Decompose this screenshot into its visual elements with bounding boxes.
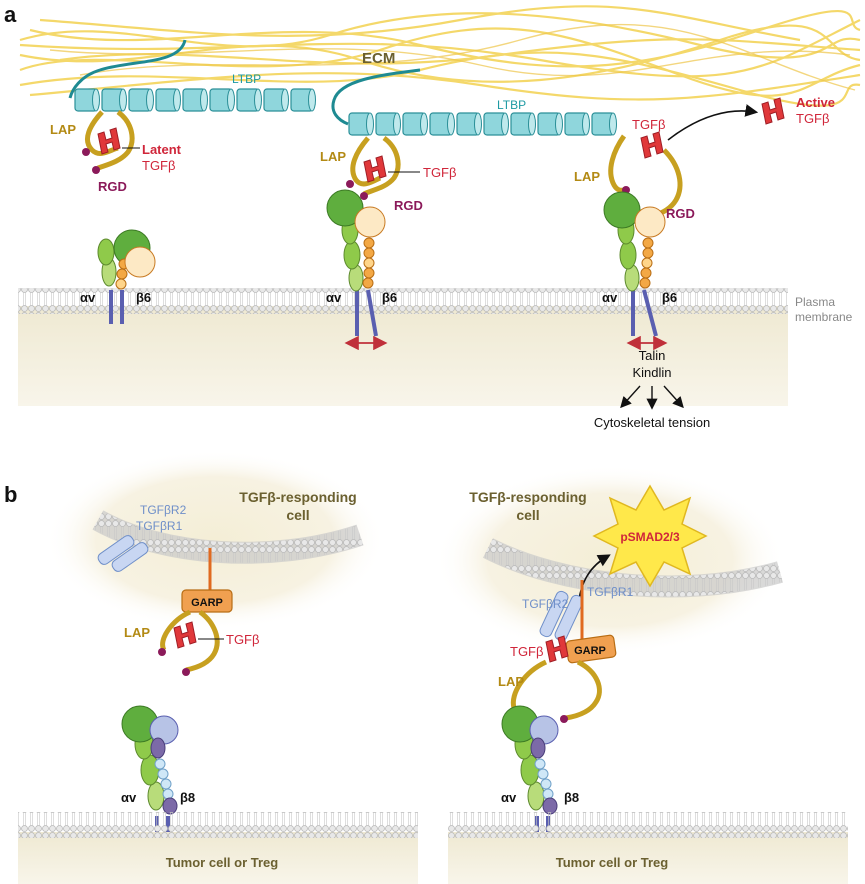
plasma-membrane-label-line2: membrane [795,310,853,324]
beta8-label-b1: β8 [180,790,195,805]
tgfbr2-label-1: TGFβR2 [140,503,187,517]
tgfb-label-b1: TGFβ [226,632,259,647]
lap-label-2: LAP [320,149,346,164]
alpha-v-label-2: αv [326,290,342,305]
ltbp-tether-1 [68,39,187,99]
garp-label-1: GARP [191,597,223,609]
cytoplasm-a [18,306,788,406]
tgfb-label-b2: TGFβ [510,644,543,659]
ltbp-chain-1 [74,88,317,112]
latent-tgfb-label-line1: Latent [142,142,182,157]
tumor-membrane-1 [18,812,418,838]
lap-label-b1: LAP [124,625,150,640]
integrin-b8-2 [501,705,559,836]
beta6-label-3: β6 [662,290,677,305]
cytoskeletal-tension-label: Cytoskeletal tension [594,415,710,430]
integrin-extended-2 [326,189,386,337]
beta6-label-1: β6 [136,290,151,305]
talin-label: Talin [639,348,666,363]
panel-b-letter: b [4,482,17,507]
tgfb-released [640,131,664,159]
garp-1 [181,589,233,613]
ecm-label: ECM [362,50,395,67]
tumor-membrane-2 [448,812,848,838]
integrin-bent-1 [97,229,156,324]
ltbp-chain-2 [348,112,618,136]
active-tgfb-label-line2: TGFβ [796,111,829,126]
panel-a-letter: a [4,2,17,27]
alpha-v-label-3: αv [602,290,618,305]
active-tgfb-icon [761,97,785,125]
latent-tgfb-label-line2: TGFβ [142,158,175,173]
ltbp-label-2: LTBP [497,98,526,112]
tgfb-label-2: TGFβ [423,165,456,180]
tumor-cell-label-2: Tumor cell or Treg [556,855,669,870]
rgd-label-1: RGD [98,179,127,194]
cytoskeletal-arrows [620,385,684,410]
beta6-label-2: β6 [382,290,397,305]
alpha-v-label-b1: αv [121,790,137,805]
tumor-cytoplasm-2 [448,832,848,884]
rgd-label-3: RGD [666,206,695,221]
tumor-cytoplasm-1 [18,832,418,884]
lap-complex-2 [346,135,401,200]
responding-cell-label-1-line2: cell [286,507,309,523]
lap-label-b2: LAP [498,674,524,689]
tgfb-receptors-1 [97,535,149,572]
lap-complex-1 [82,109,135,174]
alpha-v-label-b2: αv [501,790,517,805]
psmad-burst [592,484,708,588]
lap-label-3: LAP [574,169,600,184]
responding-cell-label-2-line2: cell [516,507,539,523]
plasma-membrane-label-line1: Plasma [795,295,835,309]
lap-complex-b1 [158,609,220,676]
garp-label-2: GARP [574,645,606,657]
active-tgfb-label-line1: Active [796,95,835,110]
tgfbr1-label-2: TGFβR1 [587,585,634,599]
ltbp-tether-2 [331,68,421,126]
release-arrow [667,104,759,141]
lap-label-1: LAP [50,122,76,137]
tgfbr1-label-1: TGFβR1 [136,519,183,533]
psmad-label: pSMAD2/3 [620,530,680,544]
tgfbr2-label-2: TGFβR2 [522,597,569,611]
rgd-label-2: RGD [394,198,423,213]
integrin-extended-3 [603,191,666,337]
ltbp-label-1: LTBP [232,72,261,86]
responding-cell-label-2-line1: TGFβ-responding [469,489,586,505]
responding-cell-label-1-line1: TGFβ-responding [239,489,356,505]
tgfb-label-3: TGFβ [632,117,665,132]
responding-cell-glow-1 [45,450,385,630]
alpha-v-label-1: αv [80,290,96,305]
beta8-label-b2: β8 [564,790,579,805]
plasma-membrane-a [18,288,788,314]
tumor-cell-label-1: Tumor cell or Treg [166,855,279,870]
kindlin-label: Kindlin [632,365,671,380]
